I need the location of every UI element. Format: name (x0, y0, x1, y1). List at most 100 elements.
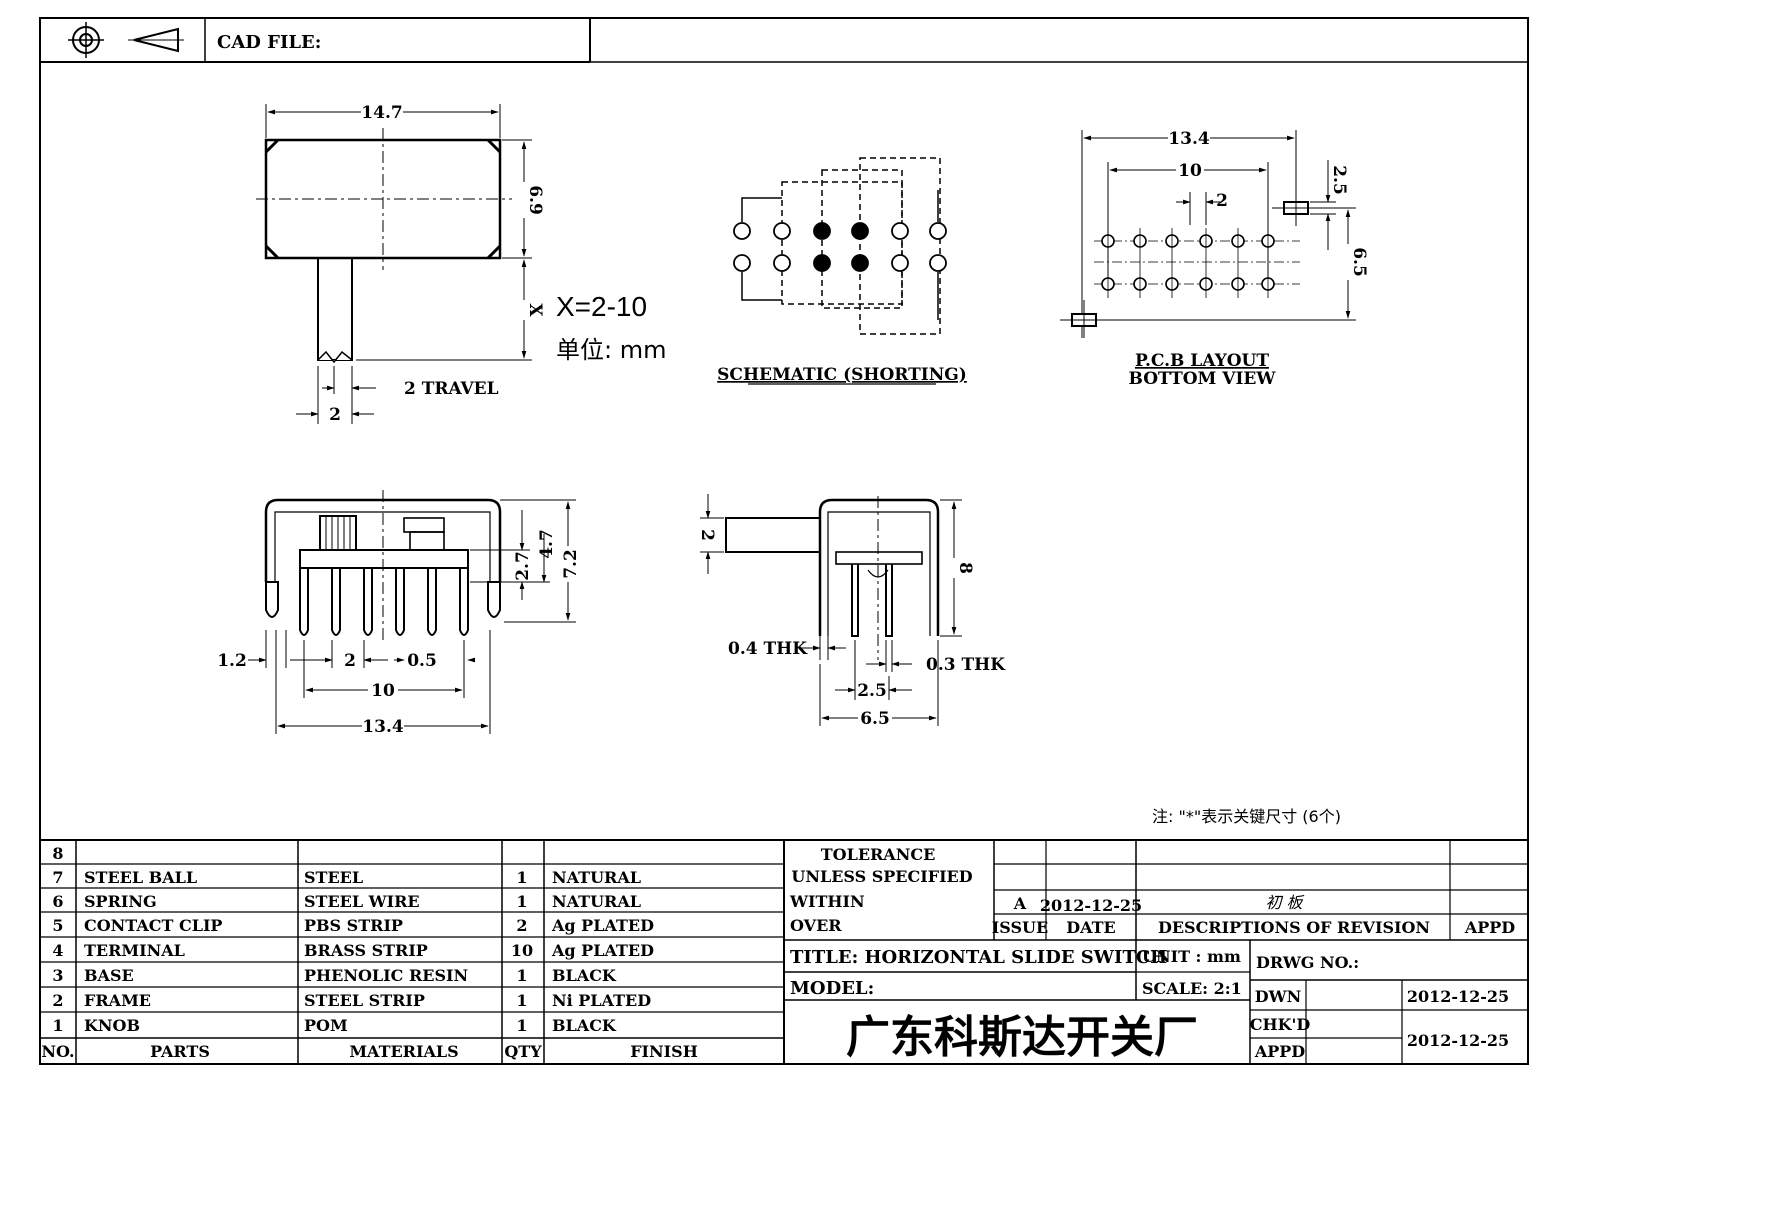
front-dim-h1: 2.7 (513, 551, 533, 581)
bom-part: TERMINAL (84, 941, 185, 960)
bom-qty: 1 (516, 892, 527, 911)
dim-width-14-7: 14.7 (361, 103, 402, 123)
front-view: 2.7 4.7 7.2 1.2 2 0.5 10 13.4 (217, 490, 581, 737)
bom-no: 5 (52, 916, 63, 935)
appd2-label: APPD (1254, 1042, 1305, 1061)
bom-no: 2 (52, 991, 63, 1010)
bom-material: BRASS STRIP (304, 941, 428, 960)
bom-table (40, 839, 1528, 1064)
over-label: OVER (790, 916, 842, 935)
pcb-holes (1101, 234, 1275, 291)
bom-qty: 1 (516, 991, 527, 1010)
model-label: MODEL: (790, 978, 874, 999)
dim-knob-width: 2 (329, 405, 341, 425)
title-block (784, 840, 1528, 1064)
bom-no: 4 (52, 941, 63, 960)
within-label: WITHIN (789, 892, 865, 911)
pcb-title-line1: P.C.B LAYOUT (1135, 351, 1269, 371)
bom-finish: NATURAL (552, 892, 641, 911)
front-pins (299, 568, 469, 636)
front-dim-overall: 13.4 (362, 717, 404, 737)
bom-header-qty: QTY (504, 1042, 542, 1061)
bom-material: PBS STRIP (304, 916, 403, 935)
side-dim-pin-thk: 0.3 THK (926, 655, 1006, 675)
issue-label: ISSUE (992, 918, 1048, 937)
schematic-shorting: SCHEMATIC (SHORTING) (717, 157, 967, 385)
bom-part: FRAME (84, 991, 151, 1010)
top-view: 14.7 6.9 X X=2-10 单位: mm 2 TRAVEL 2 (256, 102, 666, 425)
pcb-dim-pitch: 2 (1216, 191, 1228, 211)
descriptions-label: DESCRIPTIONS OF REVISION (1158, 918, 1430, 937)
bom-no: 6 (52, 892, 63, 911)
front-dim-h3: 7.2 (561, 549, 581, 579)
issue-value: A (1013, 894, 1027, 913)
pcb-dim-row-spacing: 6.5 (1349, 247, 1369, 277)
company-name: 广东科斯达开关厂 (846, 1012, 1198, 1063)
front-dim-pitch: 2 (344, 651, 356, 671)
bom-part: CONTACT CLIP (84, 916, 222, 935)
bom-no: 7 (52, 868, 63, 887)
bom-material: STEEL STRIP (304, 991, 425, 1010)
pcb-layout: 13.4 10 2 (1060, 128, 1369, 389)
bom-qty: 1 (516, 966, 527, 985)
bom-qty: 2 (516, 916, 527, 935)
drawing-sheet: CAD FILE: 14.7 6.9 X X=2-10 单位: mm 2 T (39, 17, 1529, 1065)
bom-qty: 1 (516, 1016, 527, 1035)
unit-label: UNIT : mm (1142, 947, 1241, 966)
dim-knob-x: X (525, 303, 545, 317)
date-value: 2012-12-25 (1040, 896, 1142, 915)
bom-qty: 1 (516, 868, 527, 887)
dwn-date: 2012-12-25 (1407, 987, 1509, 1006)
bom-finish: Ag PLATED (551, 916, 654, 935)
pcb-title-line2: BOTTOM VIEW (1129, 369, 1277, 389)
bom-material: STEEL WIRE (304, 892, 420, 911)
bom-no: 8 (52, 844, 63, 863)
bom-material: POM (304, 1016, 348, 1035)
drwg-no-label: DRWG NO.: (1256, 953, 1359, 972)
side-dim-knob: 2 (697, 529, 717, 541)
bom-finish: NATURAL (552, 868, 641, 887)
tolerance-line1: TOLERANCE (821, 845, 936, 864)
side-view: 2 8 0.4 THK 0.3 THK 2.5 6.5 (697, 494, 1006, 729)
scale-label: SCALE: 2:1 (1142, 979, 1242, 998)
date-label: DATE (1066, 918, 1116, 937)
key-dimension-note: 注: "*"表示关键尺寸 (6个) (1152, 807, 1341, 826)
bom-part: SPRING (84, 892, 157, 911)
pcb-dim-pitch-total: 10 (1178, 161, 1202, 181)
bom-part: KNOB (84, 1016, 140, 1035)
revision-note: 初 板 (1265, 893, 1304, 912)
bom-material: PHENOLIC RESIN (304, 966, 468, 985)
bom-finish: BLACK (552, 1016, 617, 1035)
cad-file-label: CAD FILE: (217, 32, 321, 53)
side-dim-height: 8 (955, 562, 975, 574)
crosshair-circle-icon (68, 22, 104, 58)
side-dim-pin-spacing: 2.5 (857, 681, 887, 701)
appd-label: APPD (1464, 918, 1515, 937)
bom-qty: 10 (511, 941, 533, 960)
bom-material: STEEL (304, 868, 363, 887)
dim-height-6-9: 6.9 (525, 185, 545, 215)
dim-travel: 2 TRAVEL (404, 379, 499, 399)
bom-header-materials: MATERIALS (349, 1042, 458, 1061)
bom-header-no: NO. (41, 1042, 74, 1061)
tolerance-line2: UNLESS SPECIFIED (791, 867, 972, 886)
chkd-date: 2012-12-25 (1407, 1031, 1509, 1050)
chkd-label: CHK'D (1250, 1015, 1311, 1034)
bom-part: BASE (84, 966, 134, 985)
x-range-note: X=2-10 (556, 291, 647, 322)
bom-header-finish: FINISH (630, 1042, 698, 1061)
front-dim-pin-width: 0.5 (407, 651, 437, 671)
unit-note: 单位: mm (556, 336, 666, 364)
bom-finish: Ag PLATED (551, 941, 654, 960)
bom-no: 3 (52, 966, 63, 985)
pcb-dim-pad-height: 2.5 (1329, 165, 1349, 195)
side-dim-frame-thk: 0.4 THK (728, 639, 808, 659)
bom-finish: BLACK (552, 966, 617, 985)
dwn-label: DWN (1255, 987, 1301, 1006)
truncated-cone-icon (128, 27, 184, 53)
pcb-dim-overall: 13.4 (1168, 129, 1210, 149)
side-dim-width: 6.5 (860, 709, 890, 729)
front-dim-span: 10 (371, 681, 395, 701)
front-dim-edge: 1.2 (217, 651, 247, 671)
